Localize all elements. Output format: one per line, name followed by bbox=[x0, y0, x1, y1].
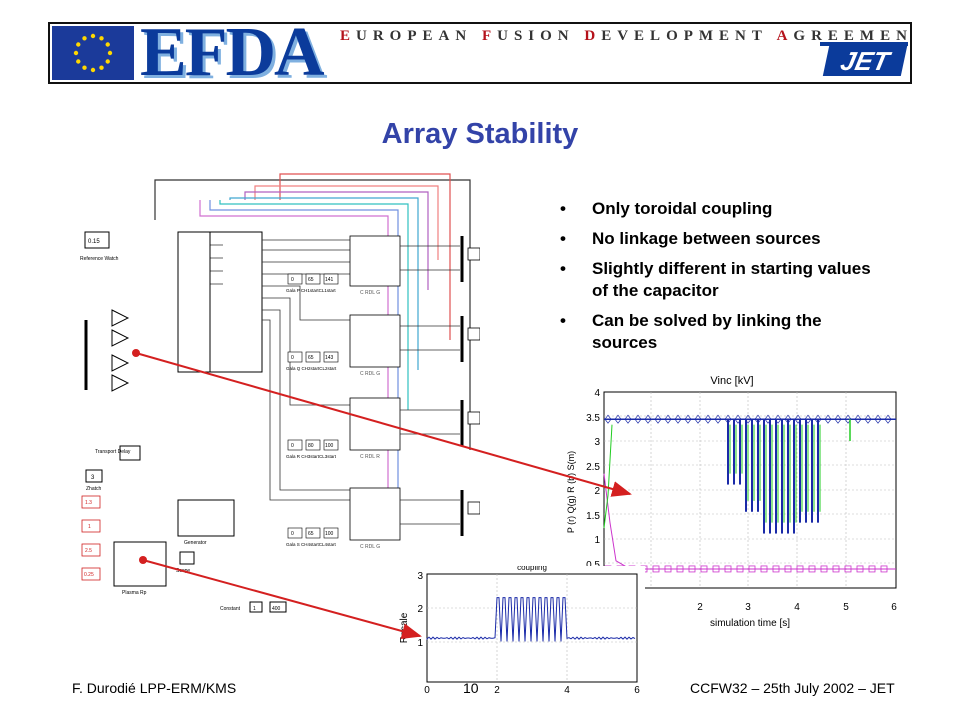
y-tick: 4 bbox=[594, 388, 600, 399]
y-tick: 0.5 bbox=[586, 560, 600, 571]
y-tick: 3 bbox=[417, 571, 423, 582]
organisation-name: EUROPEAN FUSION DEVELOPMENT AGREEMENT bbox=[340, 28, 912, 45]
bullet-item: Can be solved by linking the sources bbox=[560, 310, 890, 354]
y-tick: 3.5 bbox=[586, 413, 600, 424]
org-word: EVELOPMENT bbox=[601, 28, 777, 44]
simulink-diagram: 0.15 Reference Watch C RDL G C RDL G C R… bbox=[80, 173, 480, 613]
bullet-item: Slightly different in starting values of… bbox=[560, 258, 890, 302]
footer-page-number: 10 bbox=[463, 680, 479, 696]
input-value: 0.25 bbox=[84, 572, 94, 578]
bullet-item: No linkage between sources bbox=[560, 228, 890, 250]
x-tick: 3 bbox=[745, 602, 751, 613]
generator-label: Generator bbox=[184, 540, 207, 546]
vinc-ylabel: P (r) Q(g) R (b) S(m) bbox=[566, 451, 576, 533]
x-tick: 5 bbox=[843, 602, 849, 613]
jet-logo-bar bbox=[820, 42, 908, 46]
y-tick: 3 bbox=[594, 437, 600, 448]
x-tick: 0 bbox=[424, 685, 430, 696]
y-tick: 2.5 bbox=[586, 462, 600, 473]
y-tick: 2 bbox=[417, 604, 423, 615]
gain-value: 65 bbox=[308, 531, 314, 537]
footer-author: F. Durodié LPP-ERM/KMS bbox=[72, 680, 237, 696]
gain-value: 0 bbox=[291, 443, 294, 449]
header-banner: EFDA EFDA EUROPEAN FUSION DEVELOPMENT AG… bbox=[48, 22, 912, 84]
subsystem-label: C RDL G bbox=[360, 544, 380, 550]
x-tick: 2 bbox=[494, 685, 500, 696]
page-title: Array Stability bbox=[381, 118, 579, 150]
y-tick: 2 bbox=[594, 486, 600, 497]
reference-label: Reference Watch bbox=[80, 256, 119, 262]
transport-label: Transport Delay bbox=[95, 449, 131, 455]
arrow-to-rscale-plot bbox=[142, 559, 422, 639]
zhatch-label: Zhatch bbox=[86, 486, 102, 492]
subsystem-label: C RDL R bbox=[360, 454, 380, 460]
gain-value: 143 bbox=[325, 355, 334, 361]
gain-value: 100 bbox=[325, 443, 334, 449]
gain-label: Gala Q CH2startCL2start bbox=[286, 366, 337, 371]
y-tick: 1.5 bbox=[586, 511, 600, 522]
bullet-item: Only toroidal coupling bbox=[560, 198, 890, 220]
arrow-to-vinc-plot bbox=[135, 352, 632, 497]
constant-label: Constant bbox=[220, 606, 241, 612]
gain-value: 100 bbox=[325, 531, 334, 537]
subsystem-label: C RDL G bbox=[360, 290, 380, 296]
x-tick: 6 bbox=[891, 602, 897, 613]
input-value: 1.3 bbox=[85, 500, 92, 506]
eu-flag-icon bbox=[52, 26, 134, 80]
gain-label: Gala R CH3startCL3start bbox=[286, 454, 337, 459]
efda-logo: EFDA bbox=[140, 22, 325, 84]
rscale-title: coupling bbox=[517, 566, 547, 572]
gain-label: Gala P CH1startCL1start bbox=[286, 288, 336, 293]
org-word: USION bbox=[497, 28, 585, 44]
org-initial: E bbox=[340, 28, 357, 44]
org-word: UROPEAN bbox=[356, 28, 482, 44]
x-tick: 2 bbox=[697, 602, 703, 613]
input-value: 1 bbox=[88, 524, 91, 530]
gain-label: Gala S CH4startCL4start bbox=[286, 542, 337, 547]
gain-value: 0 bbox=[291, 277, 294, 283]
x-tick: 6 bbox=[634, 685, 640, 696]
gain-value: 0 bbox=[291, 355, 294, 361]
org-initial: A bbox=[776, 28, 794, 44]
efda-logo-shadow: EFDA bbox=[143, 22, 328, 84]
constant-value: 1 bbox=[253, 606, 256, 612]
gain-value: 0 bbox=[291, 531, 294, 537]
x-tick: 4 bbox=[564, 685, 570, 696]
zhatch-value: 3 bbox=[91, 475, 95, 481]
y-tick: 1 bbox=[417, 638, 423, 649]
footer-conference: CCFW32 – 25th July 2002 – JET bbox=[690, 680, 895, 696]
rscale-plot: coupling 3 2 1 0 2 4 6 Rscale bbox=[395, 566, 645, 716]
input-value: 2.5 bbox=[85, 548, 92, 554]
vinc-title: Vinc [kV] bbox=[710, 375, 753, 387]
y-tick: 1 bbox=[594, 535, 600, 546]
gain-value: 65 bbox=[308, 355, 314, 361]
gain-value: 141 bbox=[325, 277, 334, 283]
gain-value: 65 bbox=[308, 277, 314, 283]
org-initial: D bbox=[584, 28, 602, 44]
subsystem-label: C RDL G bbox=[360, 371, 380, 377]
bullet-list: Only toroidal coupling No linkage betwee… bbox=[560, 198, 890, 362]
org-initial: F bbox=[481, 28, 498, 44]
vinc-xlabel: simulation time [s] bbox=[710, 618, 790, 629]
gain-value: 80 bbox=[308, 443, 314, 449]
org-word: GREEMENT bbox=[793, 28, 912, 44]
x-tick: 4 bbox=[794, 602, 800, 613]
plasma-label: Plasma Rp bbox=[122, 590, 147, 596]
reference-value: 0.15 bbox=[88, 239, 100, 245]
constant-value: 400 bbox=[272, 606, 281, 612]
